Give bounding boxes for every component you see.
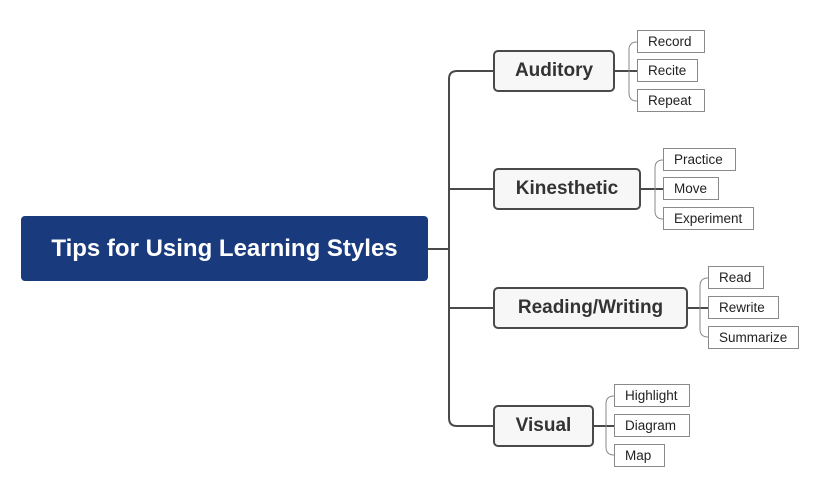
branch-reading-writing[interactable]: Reading/Writing — [493, 287, 688, 329]
leaf-recite[interactable]: Recite — [637, 59, 698, 82]
leaf-repeat[interactable]: Repeat — [637, 89, 705, 112]
leaf-experiment[interactable]: Experiment — [663, 207, 754, 230]
leaf-rewrite[interactable]: Rewrite — [708, 296, 779, 319]
central-topic[interactable]: Tips for Using Learning Styles — [21, 216, 428, 281]
leaf-summarize[interactable]: Summarize — [708, 326, 799, 349]
leaf-diagram[interactable]: Diagram — [614, 414, 690, 437]
leaf-record[interactable]: Record — [637, 30, 705, 53]
branch-auditory[interactable]: Auditory — [493, 50, 615, 92]
leaf-move[interactable]: Move — [663, 177, 719, 200]
branch-kinesthetic[interactable]: Kinesthetic — [493, 168, 641, 210]
leaf-map[interactable]: Map — [614, 444, 665, 467]
leaf-highlight[interactable]: Highlight — [614, 384, 690, 407]
leaf-practice[interactable]: Practice — [663, 148, 736, 171]
leaf-read[interactable]: Read — [708, 266, 764, 289]
branch-visual[interactable]: Visual — [493, 405, 594, 447]
